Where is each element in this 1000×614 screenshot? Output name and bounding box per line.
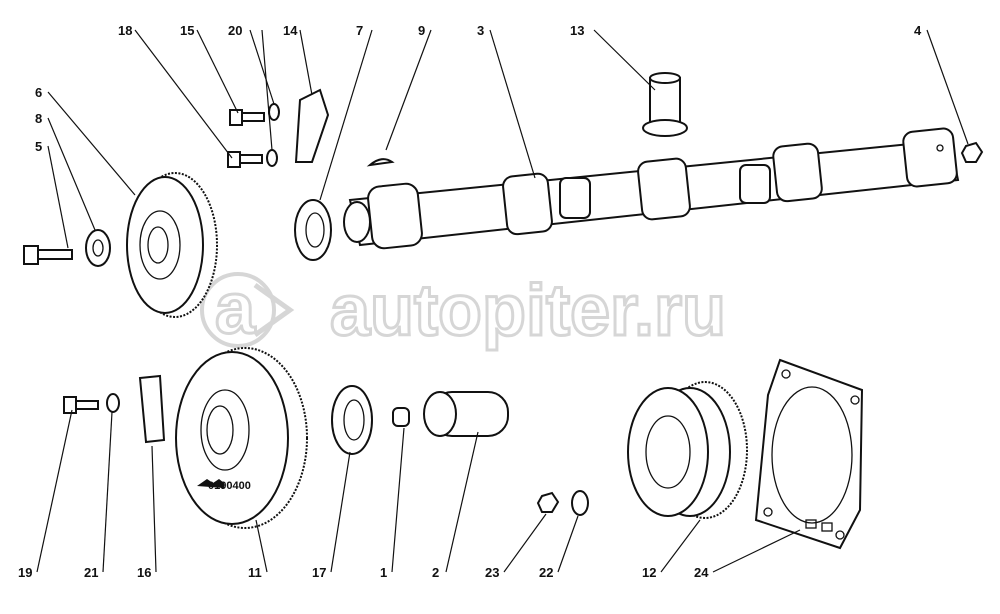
gear-6 <box>126 172 218 318</box>
leader-line-14 <box>299 29 313 96</box>
watermark: a autopiter.ru <box>200 268 728 353</box>
leader-line-5 <box>47 145 69 249</box>
nut-4 <box>960 141 984 163</box>
leader-line-17 <box>330 451 351 573</box>
bushing-2 <box>423 391 509 437</box>
leader-line-9 <box>385 29 432 151</box>
camshaft-3 <box>343 127 960 250</box>
leader-line-6 <box>47 91 136 196</box>
callout-14: 14 <box>283 23 298 38</box>
callout-21: 21 <box>84 565 98 580</box>
leader-line-1 <box>391 427 405 573</box>
leader-line-18 <box>134 29 233 159</box>
callout-1: 1 <box>380 565 387 580</box>
part-code: 0190400 <box>208 480 251 492</box>
callout-12: 12 <box>642 565 656 580</box>
nut-23 <box>536 491 560 513</box>
leader-line-20 <box>261 29 273 151</box>
leader-line-24 <box>712 529 801 573</box>
leader-line-13 <box>593 29 656 91</box>
callout-17: 17 <box>312 565 326 580</box>
callout-7: 7 <box>356 23 363 38</box>
bolt-5 <box>23 245 73 265</box>
washer-8 <box>85 229 111 267</box>
watermark-text: autopiter.ru <box>330 271 726 351</box>
callout-20: 20 <box>228 23 242 38</box>
leader-line-22 <box>557 515 579 573</box>
leader-line-2 <box>445 431 479 573</box>
callout-5: 5 <box>35 139 42 154</box>
callout-22: 22 <box>539 565 553 580</box>
leader-line-21 <box>102 411 113 573</box>
key-9 <box>366 158 395 167</box>
callout-24: 24 <box>694 565 709 580</box>
leader-line-12 <box>660 519 701 573</box>
thrust-washer-7 <box>294 199 332 261</box>
leader-line-15 <box>196 29 239 114</box>
callout-2: 2 <box>432 565 439 580</box>
callout-8: 8 <box>35 111 42 126</box>
washer-20a <box>268 103 280 121</box>
leader-line-8 <box>47 117 96 231</box>
tappet-13 <box>642 72 688 137</box>
thrust-washer-17 <box>331 385 373 455</box>
part-stamp-icon <box>197 479 224 488</box>
seal-22 <box>571 490 589 516</box>
callout-13: 13 <box>570 23 584 38</box>
watermark-logo-icon: a <box>215 269 256 349</box>
callout-11: 11 <box>248 565 262 580</box>
callout-6: 6 <box>35 85 42 100</box>
callout-9: 9 <box>418 23 425 38</box>
leader-line-19 <box>36 409 73 573</box>
leader-line-3 <box>489 29 536 179</box>
leader-line-23 <box>503 513 547 573</box>
bolt-19 <box>63 396 99 414</box>
leader-line-7 <box>319 29 373 201</box>
callout-16: 16 <box>137 565 151 580</box>
callout-19: 19 <box>18 565 32 580</box>
leader-line-16 <box>151 445 157 573</box>
dowel-1 <box>392 407 410 427</box>
callout-18: 18 <box>118 23 132 38</box>
leader-line-20 <box>249 29 275 105</box>
bolt-18 <box>227 151 263 168</box>
washer-21 <box>106 393 120 413</box>
leader-line-11 <box>255 519 268 573</box>
callout-4: 4 <box>914 23 922 38</box>
leader-line-4 <box>926 29 969 145</box>
callout-15: 15 <box>180 23 194 38</box>
lock-plate-14 <box>294 88 330 163</box>
callout-3: 3 <box>477 23 484 38</box>
lock-plate-16 <box>138 374 166 444</box>
washer-20b <box>266 149 278 167</box>
pulley-12 <box>627 381 748 519</box>
bolt-15 <box>229 109 265 126</box>
gear-11: 0190400 <box>175 347 308 529</box>
gasket-24 <box>754 358 864 550</box>
callout-23: 23 <box>485 565 499 580</box>
